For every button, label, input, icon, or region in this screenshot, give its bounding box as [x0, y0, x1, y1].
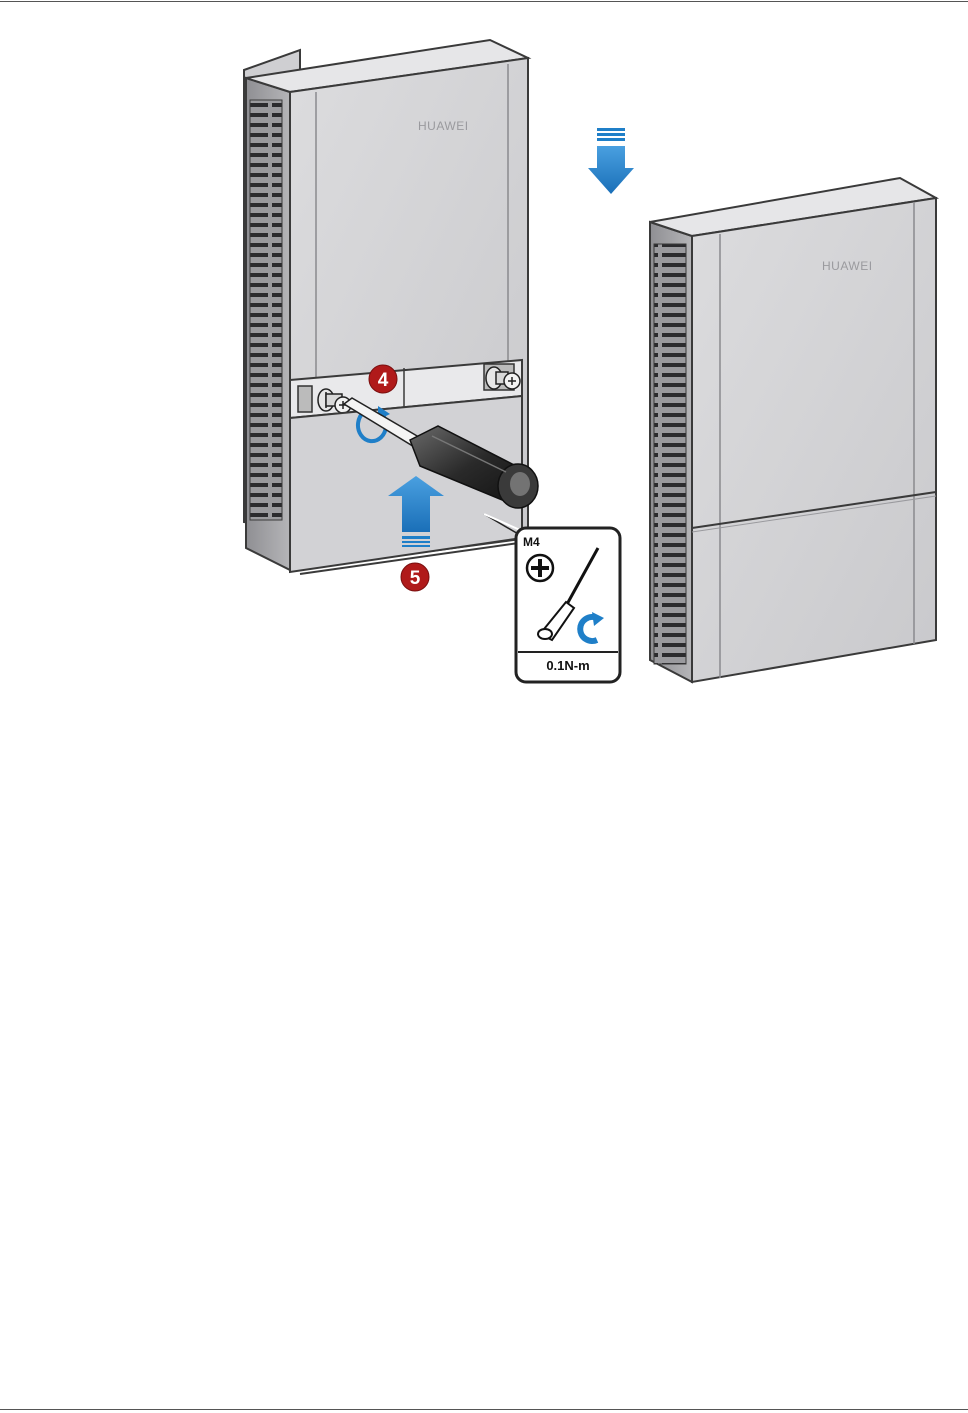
- step-5-label: 5: [410, 568, 421, 589]
- phillips-screw-icon: [527, 555, 553, 581]
- step-5-badge: 5: [401, 563, 429, 591]
- left-device-vents: [250, 100, 282, 520]
- right-screw: [484, 364, 520, 390]
- right-device: HUAWEI: [650, 178, 936, 682]
- installation-figure: HUAWEI: [0, 0, 968, 720]
- down-arrow: [588, 128, 634, 194]
- screw-size-label: M4: [523, 535, 540, 549]
- bottom-rule: [0, 1409, 968, 1410]
- tool-card: M4 0.1N-m: [516, 528, 620, 682]
- step-4-label: 4: [378, 370, 389, 391]
- left-device: HUAWEI: [244, 40, 528, 574]
- step-4-badge: 4: [369, 365, 397, 393]
- torque-label: 0.1N-m: [546, 658, 589, 673]
- right-device-brand: HUAWEI: [822, 259, 873, 273]
- right-device-face: [692, 198, 936, 682]
- right-device-vents: [654, 244, 686, 664]
- left-device-brand: HUAWEI: [418, 119, 469, 133]
